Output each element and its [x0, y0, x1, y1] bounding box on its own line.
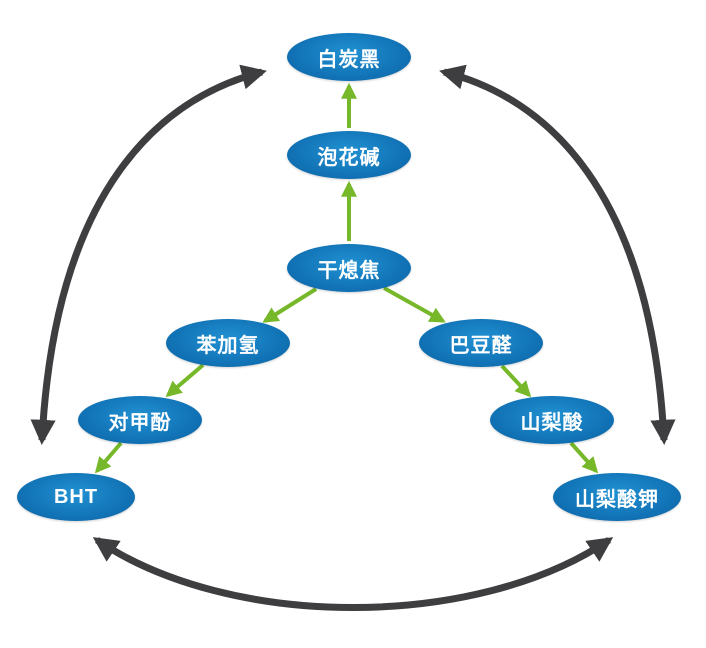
node-shanlisuanjia: 山梨酸钾 [553, 473, 681, 521]
arrow-ganxijiao-badouquan [383, 286, 446, 323]
node-shanlisuan: 山梨酸 [490, 396, 614, 444]
node-badouquan: 巴豆醛 [419, 319, 543, 367]
node-ganxijiao: 干熄焦 [287, 244, 411, 292]
cycle-arrow-baitanhei-bht [30, 64, 267, 446]
arrow-benjiaqing-duijiafen [165, 363, 205, 398]
node-bht: BHT [17, 473, 135, 521]
cycle-arrow-bht-shanlisuanjia [92, 537, 614, 611]
node-duijiafen: 对甲酚 [78, 396, 202, 444]
arrow-ganxijiao-benjiaqing [262, 287, 318, 323]
cycle-arrow-baitanhei-shanlisuanjia [439, 64, 676, 446]
node-baitanhei: 白炭黑 [287, 33, 411, 81]
arrow-shanlisuan-shanlisuanjia [569, 441, 599, 474]
arrow-badouquan-shanlisuan [500, 364, 532, 398]
arrow-duijiafen-bht [94, 441, 123, 474]
node-paohuajian: 泡花碱 [287, 131, 411, 179]
node-benjiaqing: 苯加氢 [166, 319, 290, 367]
